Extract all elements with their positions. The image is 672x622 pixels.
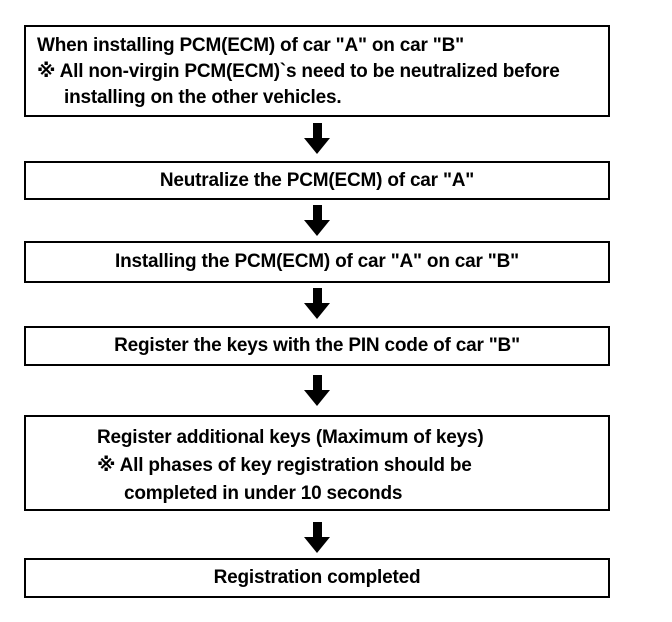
arrow-head [304,537,330,553]
flow-step-neutralize: Neutralize the PCM(ECM) of car "A" [24,161,610,200]
step-note-continuation: completed in under 10 seconds [124,483,403,504]
arrow-stem [312,375,322,390]
step-text-line: Installing the PCM(ECM) of car "A" on ca… [115,251,519,272]
arrow-stem [312,205,322,220]
arrow-stem [312,288,322,303]
flow-step-registration-completed: Registration completed [24,558,610,598]
step-note-line: ※ All non-virgin PCM(ECM)`s need to be n… [37,61,560,82]
arrow-head [304,303,330,319]
down-arrow-icon [304,123,330,154]
step-text-line: Register additional keys (Maximum of key… [97,427,484,448]
step-note-continuation: installing on the other vehicles. [64,87,342,108]
flow-step-precondition: When installing PCM(ECM) of car "A" on c… [24,25,610,117]
flow-step-register-keys: Register the keys with the PIN code of c… [24,326,610,366]
down-arrow-icon [304,522,330,553]
step-text-line: Register the keys with the PIN code of c… [114,335,520,356]
step-text-line: When installing PCM(ECM) of car "A" on c… [37,35,464,56]
step-text-line: Registration completed [213,567,421,588]
arrow-stem [312,522,322,537]
arrow-stem [312,123,322,138]
down-arrow-icon [304,205,330,236]
arrow-head [304,138,330,154]
step-note-line: ※ All phases of key registration should … [97,455,472,476]
down-arrow-icon [304,288,330,319]
flow-step-install: Installing the PCM(ECM) of car "A" on ca… [24,241,610,283]
arrow-head [304,220,330,236]
flow-step-register-additional-keys: Register additional keys (Maximum of key… [24,415,610,511]
down-arrow-icon [304,375,330,406]
step-text-line: Neutralize the PCM(ECM) of car "A" [159,170,475,191]
arrow-head [304,390,330,406]
